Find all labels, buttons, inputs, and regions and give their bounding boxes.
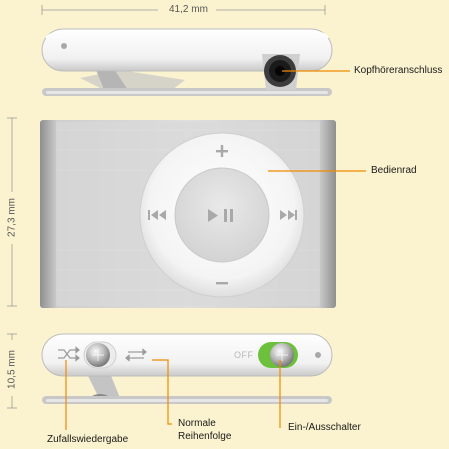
shuffle-icon [58,346,80,362]
off-label: OFF [234,350,254,360]
top-view-device [41,28,333,96]
power-switch[interactable] [258,342,298,368]
depth-dimension [5,333,19,409]
next-track-icon[interactable] [280,210,297,220]
center-button[interactable] [174,167,270,263]
repeat-icon [125,348,147,362]
minus-icon[interactable] [216,282,228,285]
width-dimension [41,3,326,17]
play-pause-icon[interactable] [208,209,233,222]
label-power-switch: Ein-/Ausschalter [288,422,361,433]
label-click-wheel: Bedienrad [371,165,417,176]
height-dimension-label: 27,3 mm [6,198,18,237]
shuffle-mode-switch[interactable] [83,341,117,369]
status-light-bottom [315,352,321,358]
width-dimension-label: 41,2 mm [169,4,208,15]
status-light [61,43,67,49]
callout-lines [65,70,366,430]
label-normal-order-line2: Reihenfolge [178,431,232,442]
height-dimension [5,117,19,307]
bottom-view-device [41,333,333,404]
headphone-jack [262,54,300,90]
plus-icon[interactable] [216,145,228,157]
previous-track-icon[interactable] [148,210,166,220]
click-wheel[interactable] [139,132,305,298]
label-headphone-jack: Kopfhöreranschluss [354,65,443,76]
callout-normal-order [152,359,172,425]
depth-dimension-label: 10,5 mm [6,350,18,389]
label-normal-order-line1: Normale [178,418,216,429]
label-shuffle: Zufallswiedergabe [47,434,129,445]
